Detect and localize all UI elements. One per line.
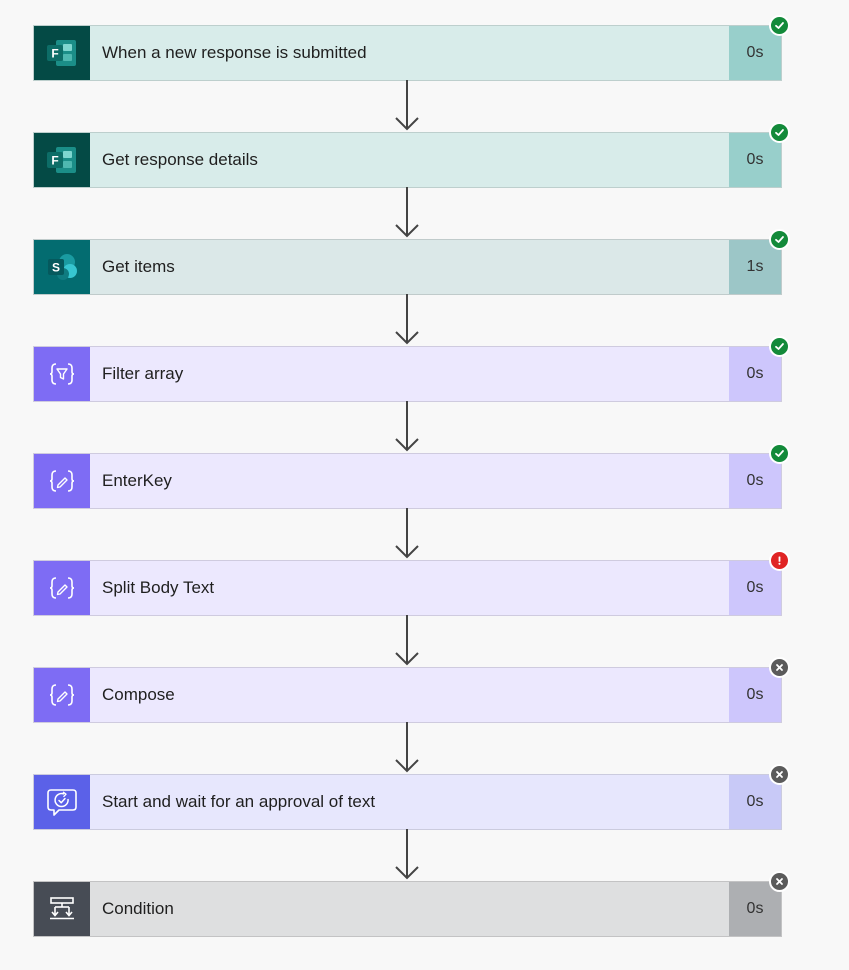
flow-step-condition[interactable]: Condition 0s xyxy=(33,871,790,937)
step-duration: 0s xyxy=(729,347,781,401)
forms-icon: F xyxy=(34,133,90,187)
step-title: Compose xyxy=(102,685,175,704)
condition-icon xyxy=(34,882,90,936)
step-duration: 0s xyxy=(729,775,781,829)
flow-step-enterkey[interactable]: EnterKey 0s xyxy=(33,443,790,509)
flow-step-when-new-response-submitted[interactable]: F When a new response is submitted 0s xyxy=(33,15,790,81)
success-check-icon xyxy=(769,443,790,464)
success-check-icon xyxy=(769,336,790,357)
approval-icon xyxy=(34,775,90,829)
flow-step-start-and-wait-approval[interactable]: Start and wait for an approval of text 0… xyxy=(33,764,790,830)
step-title: Filter array xyxy=(102,364,184,383)
svg-text:S: S xyxy=(52,261,60,275)
svg-text:F: F xyxy=(51,47,58,61)
svg-text:F: F xyxy=(51,154,58,168)
filter-array-icon xyxy=(34,347,90,401)
variable-icon xyxy=(34,561,90,615)
flow-step-get-response-details[interactable]: F Get response details 0s xyxy=(33,122,790,188)
step-title: Condition xyxy=(102,899,174,918)
step-title: Get items xyxy=(102,257,175,276)
step-duration: 1s xyxy=(729,240,781,294)
step-duration: 0s xyxy=(729,133,781,187)
flow-step-get-items[interactable]: S Get items 1s xyxy=(33,229,790,295)
skipped-x-icon xyxy=(769,871,790,892)
step-duration: 0s xyxy=(729,561,781,615)
step-duration: 0s xyxy=(729,882,781,936)
step-title: Split Body Text xyxy=(102,578,215,597)
variable-icon xyxy=(34,668,90,722)
connector-arrow xyxy=(394,80,420,132)
sharepoint-icon: S xyxy=(34,240,90,294)
skipped-x-icon xyxy=(769,764,790,785)
step-title: When a new response is submitted xyxy=(102,43,367,62)
success-check-icon xyxy=(769,229,790,250)
connector-arrow xyxy=(394,829,420,881)
flow-step-split-body-text[interactable]: Split Body Text 0s xyxy=(33,550,790,616)
success-check-icon xyxy=(769,122,790,143)
error-exclamation-icon xyxy=(769,550,790,571)
step-duration: 0s xyxy=(729,668,781,722)
skipped-x-icon xyxy=(769,657,790,678)
connector-arrow xyxy=(394,187,420,239)
flow-step-compose[interactable]: Compose 0s xyxy=(33,657,790,723)
connector-arrow xyxy=(394,615,420,667)
flow-step-filter-array[interactable]: Filter array 0s xyxy=(33,336,790,402)
success-check-icon xyxy=(769,15,790,36)
step-title: EnterKey xyxy=(102,471,172,490)
step-duration: 0s xyxy=(729,26,781,80)
connector-arrow xyxy=(394,401,420,453)
step-duration: 0s xyxy=(729,454,781,508)
forms-icon: F xyxy=(34,26,90,80)
connector-arrow xyxy=(394,508,420,560)
variable-icon xyxy=(34,454,90,508)
connector-arrow xyxy=(394,294,420,346)
step-title: Start and wait for an approval of text xyxy=(102,792,376,811)
step-title: Get response details xyxy=(102,150,258,169)
connector-arrow xyxy=(394,722,420,774)
